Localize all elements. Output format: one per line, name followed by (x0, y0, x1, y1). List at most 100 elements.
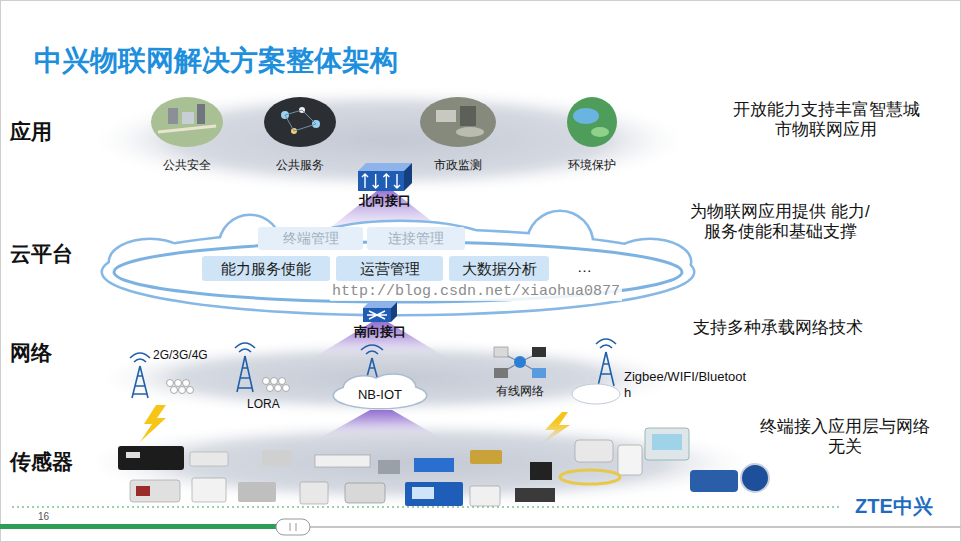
sensor-device (300, 482, 328, 504)
layer-label: 应用 (10, 119, 52, 144)
sensor-device (414, 458, 454, 472)
network-label: Zigbee/WIFI/Bluetooth (624, 369, 752, 400)
sensor-device (575, 440, 613, 462)
progress-track (310, 526, 961, 528)
layer-label: 云平台 (10, 241, 73, 266)
cloud-ring (114, 242, 682, 302)
cell (183, 380, 190, 387)
interface-node: 南向接口 (350, 302, 410, 340)
icon-front (358, 171, 404, 191)
service-box: 运营管理 (336, 256, 443, 281)
sensor-camera (345, 483, 385, 503)
layer-description: 终端接入应用层与网络 无关 (745, 417, 945, 458)
cloud-outline (103, 230, 693, 314)
cell (167, 380, 174, 387)
link-lines (285, 110, 316, 131)
cell-cluster (263, 378, 290, 392)
network-label: LORA (247, 397, 280, 411)
service-box: 大数据分析 (449, 256, 549, 281)
cloud-fill (110, 240, 190, 284)
sensor-device (238, 482, 276, 502)
device (532, 347, 546, 357)
node-text: 连接管理 (388, 230, 444, 247)
sensor-device (378, 460, 400, 474)
plaza (456, 127, 484, 137)
watermark: http://blog.csdn.net/xiaohua0877 (330, 283, 622, 301)
sensor-device (315, 455, 370, 467)
network-cloud: NB-IOT (330, 372, 430, 410)
node-text: 能力服务使能 (221, 260, 311, 278)
icon-arrows (367, 311, 387, 319)
cell (179, 387, 186, 394)
sensor-screen (412, 487, 434, 499)
small-cloud (572, 384, 620, 404)
ellipsis: … (577, 258, 592, 276)
sensor-detail (126, 452, 140, 458)
sensor-detail (136, 486, 150, 496)
cell-cluster (167, 380, 194, 394)
device (494, 368, 508, 378)
tower-frame (132, 366, 148, 398)
sensor-device (190, 452, 228, 466)
layer-label: 网络 (10, 340, 52, 365)
icon-side (404, 163, 412, 191)
footer-dotted-line (12, 506, 840, 508)
network-label: 2G/3G/4G (153, 348, 208, 362)
building (182, 112, 194, 124)
icon-front (363, 308, 391, 322)
slide-title: 中兴物联网解决方案整体架构 (34, 44, 398, 78)
public-safety-picture (151, 97, 223, 147)
cloud-platform (103, 212, 693, 314)
cloud-fill (103, 230, 693, 314)
road (158, 126, 216, 132)
layer-description: 为物联网应用提供 能力/服务使能和基础支撑 (655, 202, 905, 243)
interface-icon (358, 163, 412, 191)
sensor-cable (560, 470, 620, 484)
cell (279, 378, 286, 385)
service-box: 终端管理 (258, 227, 363, 250)
sensor-screen (652, 434, 682, 450)
node-text: 大数据分析 (462, 260, 537, 278)
picture-ground (420, 97, 496, 147)
signal-waves (361, 345, 383, 354)
signal-waves (235, 343, 255, 352)
cloud-part (371, 375, 415, 400)
sensor-device (470, 450, 502, 464)
network-band (90, 342, 690, 414)
icon-arrows (362, 174, 400, 188)
cell (271, 378, 278, 385)
signal-waves (596, 339, 616, 348)
sensor-device (530, 462, 552, 480)
layer-description: 开放能力支持丰富智慧城 市物联网应用 (726, 100, 926, 141)
land (591, 127, 609, 137)
interface-icon (363, 302, 397, 322)
node-text: 终端管理 (283, 230, 339, 247)
device (532, 368, 546, 378)
sensor-device (515, 488, 555, 502)
building (168, 108, 178, 124)
picture-ground (264, 97, 336, 147)
layer-label: 传感器 (10, 449, 73, 474)
cell (263, 378, 270, 385)
app-caption: 环境保护 (568, 158, 616, 172)
node-text: 运营管理 (360, 260, 420, 278)
service-box: 能力服务使能 (202, 256, 330, 281)
icon-top (358, 163, 412, 171)
logo-text: ZTE中兴 (855, 494, 933, 518)
progress-bar (0, 524, 278, 529)
cell (275, 385, 282, 392)
cell (283, 385, 290, 392)
node-text: 北向接口 (353, 193, 417, 209)
cell (267, 385, 274, 392)
app-caption: 市政监测 (434, 158, 482, 172)
cell (171, 387, 178, 394)
tower-frame (237, 356, 253, 392)
sensor-devices (118, 428, 769, 506)
cell-tower (596, 339, 616, 386)
public-service-picture (264, 97, 336, 147)
service-box: 连接管理 (367, 227, 465, 250)
page-number: 16 (38, 511, 49, 523)
water (573, 108, 599, 124)
